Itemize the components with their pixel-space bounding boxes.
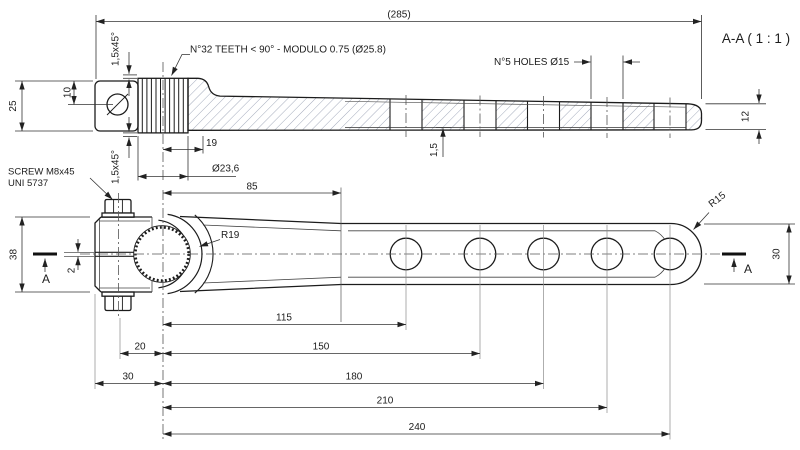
extension-verticals <box>94 187 671 440</box>
dim-210-label: 210 <box>377 396 394 407</box>
plan-view <box>80 187 726 440</box>
screw-note-line2: UNI 5737 <box>8 178 48 189</box>
dim-38-label: 38 <box>9 249 20 261</box>
dim-85-label: 85 <box>246 182 258 193</box>
dim-19-label: 19 <box>206 138 218 149</box>
section-view <box>94 62 703 181</box>
dim-stack <box>95 321 670 437</box>
recess-line-top <box>344 100 687 108</box>
plan-centerlines <box>80 190 726 440</box>
dim-chamfer-bottom <box>123 117 137 158</box>
dim-15-label: 1,5 <box>429 143 440 157</box>
section-letter-left: A <box>42 272 50 286</box>
dim-12-label: 12 <box>741 111 752 123</box>
section-title: A-A ( 1 : 1 ) <box>722 31 790 46</box>
dim-overall-label: (285) <box>387 10 410 21</box>
section-letter-right: A <box>744 262 752 276</box>
dim-180-label: 180 <box>346 372 363 383</box>
dim-holes-note <box>574 55 640 99</box>
dim-overall <box>95 15 702 99</box>
dim-clamp-width <box>15 216 90 293</box>
dim-spline <box>137 136 236 181</box>
dim-150-label: 150 <box>313 342 330 353</box>
dim-10-label: 10 <box>63 87 74 99</box>
screw-note-line1: SCREW M8x45 <box>8 167 75 178</box>
dimension-lines <box>15 15 795 437</box>
arm-section-outline <box>187 77 703 131</box>
dim-30-bottom-label: 30 <box>122 372 134 383</box>
screw-note-leader <box>89 177 113 200</box>
spline-teeth <box>141 78 184 133</box>
section-marks <box>33 252 746 272</box>
r19-leader <box>199 239 221 247</box>
bolt-nut <box>104 295 132 312</box>
dim-chamfer-top <box>123 52 137 96</box>
dim-web <box>436 127 451 157</box>
clamp-slit <box>95 251 134 257</box>
teeth-note-leader <box>171 54 190 76</box>
dim-slit <box>64 239 94 270</box>
dim-20-label: 20 <box>134 342 146 353</box>
r19-label: R19 <box>221 230 240 241</box>
section-hatching <box>188 78 702 131</box>
clamp-inner-lines <box>99 217 153 292</box>
section-centerlines <box>162 62 671 181</box>
dim-25-label: 25 <box>8 100 19 112</box>
dim-115-label: 115 <box>276 313 292 324</box>
dim-240-label: 240 <box>409 422 426 433</box>
dim-tab <box>15 80 113 132</box>
screw-hole-slash <box>106 93 129 116</box>
dim-2-label: 2 <box>67 267 78 273</box>
dim-thickness <box>705 89 766 144</box>
bolt-facets <box>113 199 123 311</box>
clamp-outline <box>94 216 152 293</box>
taper-edges <box>179 215 342 293</box>
chamfer-top-label: 1,5x45° <box>111 32 122 66</box>
bolt-head <box>104 198 132 214</box>
dim-30-right-label: 30 <box>772 248 783 260</box>
chamfer-bottom-label: 1,5x45° <box>111 150 122 184</box>
dim-arm-width <box>704 223 795 285</box>
teeth-note: N°32 TEETH < 90° - MODULO 0.75 (Ø25.8) <box>190 45 386 56</box>
r15-leader <box>693 212 710 230</box>
holes-note: N°5 HOLES Ø15 <box>494 57 570 68</box>
r15-label: R15 <box>707 190 729 210</box>
dim-236-label: Ø23,6 <box>212 164 240 175</box>
hole-edges <box>389 98 687 131</box>
